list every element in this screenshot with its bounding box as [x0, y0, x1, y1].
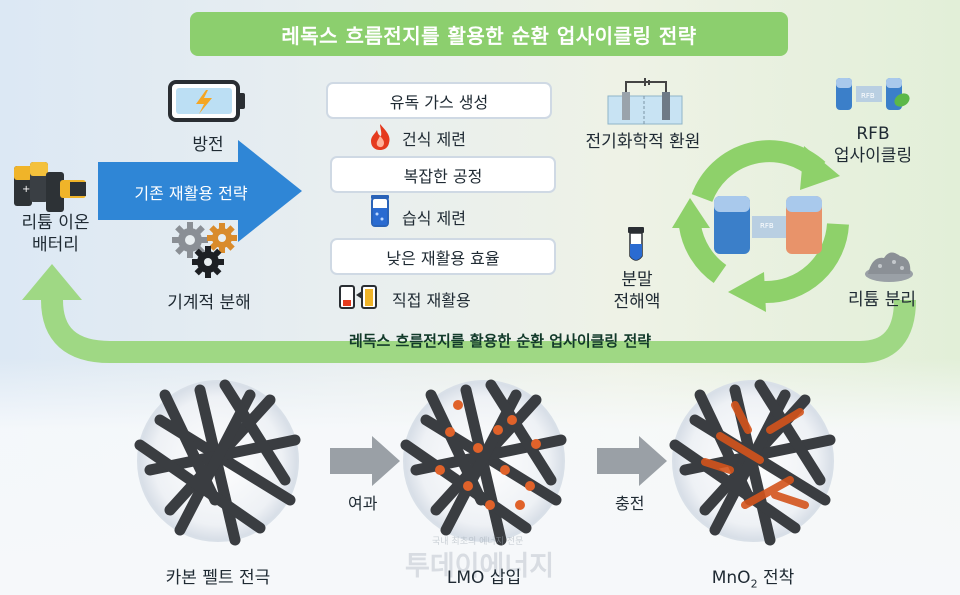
upcycling-cycle [672, 140, 849, 312]
existing-strategy-arrow [98, 140, 302, 242]
watermark: 투데이에너지 [405, 551, 555, 582]
charging-label: 충전 [615, 494, 645, 513]
filtration-arrow [330, 436, 400, 486]
lithium-powder-icon [865, 252, 913, 282]
rfb-upcycling-label: RFB 업사이클링 [833, 124, 913, 166]
electrochem-label: 전기화학적 환원 [585, 132, 701, 152]
lmo-insert-label: LMO 삽입 [446, 568, 522, 588]
watermark-sub: 국내 최초의 에너지 전문 [432, 537, 524, 547]
filtration-label: 여과 [348, 494, 378, 513]
charging-arrow [597, 436, 667, 486]
rfb-center-tag: RFB [760, 222, 774, 230]
fire-icon [371, 124, 390, 150]
powder-electrolyte-label: 분말 전해액 [613, 270, 661, 312]
direct-recycling-icon [339, 285, 377, 309]
toxic-gas-box: 유독 가스 생성 [326, 82, 552, 119]
discharge-label: 방전 [192, 135, 224, 155]
complex-process-box: 복잡한 공정 [330, 156, 556, 193]
rfb-leaf-icon: RFB [836, 78, 910, 110]
powder-tube-icon [628, 227, 644, 261]
carbon-felt-label: 카본 펠트 전극 [165, 568, 271, 588]
lithium-separation-label: 리튬 분리 [848, 290, 916, 310]
existing-strategy-label: 기존 재활용 전략 [134, 184, 248, 203]
svg-text:RFB: RFB [861, 92, 875, 100]
low-efficiency-box: 낮은 재활용 효율 [330, 238, 556, 275]
disassembly-label: 기계적 분해 [167, 293, 251, 313]
hydro-beaker-icon [371, 195, 389, 227]
mno2-deposit-label: MnO2 전착 [711, 568, 795, 591]
discharge-battery-icon [168, 80, 245, 122]
electrochem-cell-icon [607, 78, 683, 125]
pyro-label: 건식 제련 [402, 130, 466, 149]
gears-icon [172, 222, 237, 278]
direct-label: 직접 재활용 [392, 291, 471, 310]
lithium-battery-icon: + [14, 162, 86, 212]
hydro-label: 습식 제련 [402, 209, 466, 228]
svg-text:+: + [22, 184, 30, 195]
return-arrow-label: 레독스 흐름전지를 활용한 순환 업사이클링 전략 [348, 332, 652, 350]
battery-label: 리튬 이온 배터리 [21, 213, 90, 255]
page-title: 레독스 흐름전지를 활용한 순환 업사이클링 전략 [190, 12, 788, 56]
